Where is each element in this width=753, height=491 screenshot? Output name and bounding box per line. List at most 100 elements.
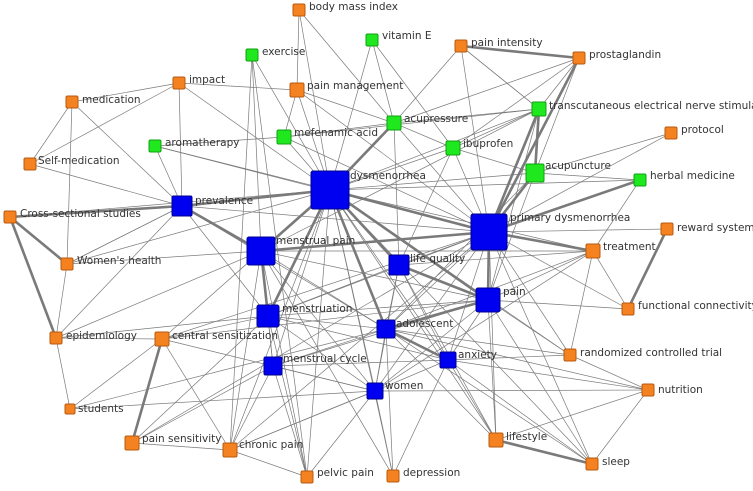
node-epidemiology[interactable] (49, 331, 63, 345)
node-randomized-trial[interactable] (563, 348, 577, 362)
edge-menstrual-pain-pelvic-pain (260, 250, 308, 478)
edge-pain-women (374, 299, 489, 392)
node-depression[interactable] (386, 469, 400, 483)
edge-pain-management-mefenamic-acid (283, 89, 298, 138)
node-nutrition[interactable] (641, 383, 655, 397)
node-label-students: students (78, 403, 124, 415)
node-students[interactable] (64, 403, 76, 415)
edge-prostaglandin-transcutaneous (538, 57, 580, 110)
edge-exercise-pelvic-pain (251, 54, 308, 478)
node-aromatherapy[interactable] (148, 139, 162, 153)
node-mefenamic-acid[interactable] (276, 129, 292, 145)
node-treatment[interactable] (585, 243, 601, 259)
node-lifestyle[interactable] (488, 432, 504, 448)
node-label-pain: pain (503, 286, 526, 298)
node-life-quality[interactable] (388, 254, 410, 276)
node-women[interactable] (366, 382, 384, 400)
node-reward-system[interactable] (660, 222, 674, 236)
edge-dysmenorrhea-exercise (251, 54, 331, 191)
node-primary-dysmenorrhea[interactable] (470, 213, 508, 251)
edge-acupuncture-herbal-medicine (534, 172, 641, 181)
node-womens-health[interactable] (60, 257, 74, 271)
edge-prevalence-self-medication (29, 163, 183, 207)
node-vitamin-e[interactable] (365, 33, 379, 47)
node-transcutaneous[interactable] (531, 101, 547, 117)
edge-pain-management-body-mass-index (296, 9, 300, 91)
edge-primary-dysmenorrhea-randomized-trial (488, 231, 571, 356)
node-medication[interactable] (65, 95, 79, 109)
node-functional-connectivity[interactable] (621, 302, 635, 316)
node-label-menstrual-pain: menstrual pain (276, 235, 355, 247)
edge-pain-randomized-trial (487, 299, 571, 356)
edge-primary-dysmenorrhea-menstrual-pain (260, 230, 490, 253)
edge-sleep-nutrition (591, 389, 649, 465)
edge-exercise-chronic-pain (229, 54, 253, 451)
edge-dysmenorrhea-prevalence (181, 188, 331, 208)
edge-central-sensitization-chronic-pain (161, 338, 231, 451)
node-acupuncture[interactable] (525, 163, 545, 183)
edge-prevalence-epidemiology (55, 205, 183, 339)
edge-acupuncture-protocol (534, 132, 672, 174)
edge-reward-system-functional-connectivity (626, 228, 669, 310)
node-pain-management[interactable] (289, 82, 305, 98)
edge-prostaglandin-acupuncture (534, 57, 580, 174)
node-pain[interactable] (475, 287, 501, 313)
edge-primary-dysmenorrhea-pain-sensitivity (131, 231, 490, 444)
edge-adolescent-menstruation (267, 315, 387, 330)
node-label-aromatherapy: aromatherapy (165, 137, 239, 149)
node-label-lifestyle: lifestyle (506, 431, 547, 443)
node-ibuprofen[interactable] (445, 140, 461, 156)
node-chronic-pain[interactable] (222, 442, 238, 458)
node-anxiety[interactable] (439, 351, 457, 369)
node-acupressure[interactable] (386, 115, 402, 131)
edge-menstrual-pain-adolescent (260, 250, 387, 330)
edge-menstruation-epidemiology (55, 315, 269, 339)
node-protocol[interactable] (664, 126, 678, 140)
node-label-impact: impact (189, 74, 225, 86)
edge-acupressure-mefenamic-acid (283, 122, 395, 138)
node-pelvic-pain[interactable] (300, 470, 314, 484)
edge-dysmenorrhea-herbal-medicine (329, 179, 641, 191)
edge-transcutaneous-ibuprofen (452, 108, 540, 149)
node-pain-intensity[interactable] (454, 39, 468, 53)
edge-menstrual-cycle-pelvic-pain (272, 365, 308, 478)
edge-lifestyle-nutrition (495, 389, 649, 441)
node-prevalence[interactable] (171, 195, 193, 217)
edge-menstruation-pain-sensitivity (131, 315, 269, 444)
node-sleep[interactable] (585, 457, 599, 471)
node-adolescent[interactable] (376, 319, 396, 339)
node-cross-sectional[interactable] (3, 210, 17, 224)
node-impact[interactable] (172, 76, 186, 90)
node-body-mass-index[interactable] (292, 3, 306, 17)
edge-menstruation-life-quality (267, 264, 400, 317)
edge-adolescent-acupuncture (385, 172, 536, 330)
edge-self-medication-impact (29, 82, 180, 165)
node-label-prevalence: prevalence (195, 195, 253, 207)
node-label-primary-dysmenorrhea: primary dysmenorrhea (510, 212, 630, 224)
node-self-medication[interactable] (23, 157, 37, 171)
edge-primary-dysmenorrhea-prostaglandin (487, 57, 581, 233)
edge-menstruation-central-sensitization (161, 315, 269, 340)
node-prostaglandin[interactable] (572, 51, 586, 65)
edge-transcutaneous-acupuncture (533, 108, 541, 174)
node-herbal-medicine[interactable] (633, 173, 647, 187)
node-dysmenorrhea[interactable] (310, 170, 350, 210)
node-exercise[interactable] (245, 48, 259, 62)
node-central-sensitization[interactable] (154, 331, 170, 347)
node-label-body-mass-index: body mass index (309, 1, 398, 13)
edge-central-sensitization-students (69, 338, 163, 410)
node-label-functional-connectivity: functional connectivity (638, 300, 753, 312)
edge-anxiety-depression (392, 359, 449, 477)
node-pain-sensitivity[interactable] (124, 435, 140, 451)
node-menstrual-cycle[interactable] (263, 356, 283, 376)
edge-adolescent-nutrition (385, 328, 649, 391)
edge-women-pelvic-pain (306, 390, 376, 478)
edge-pain-sleep (487, 299, 593, 465)
node-label-depression: depression (403, 467, 460, 479)
node-menstruation[interactable] (256, 304, 280, 328)
edge-pain-intensity-acupressure (393, 45, 462, 124)
edge-women-anxiety (374, 359, 449, 392)
node-menstrual-pain[interactable] (246, 236, 276, 266)
edge-chronic-pain-women (229, 390, 376, 451)
